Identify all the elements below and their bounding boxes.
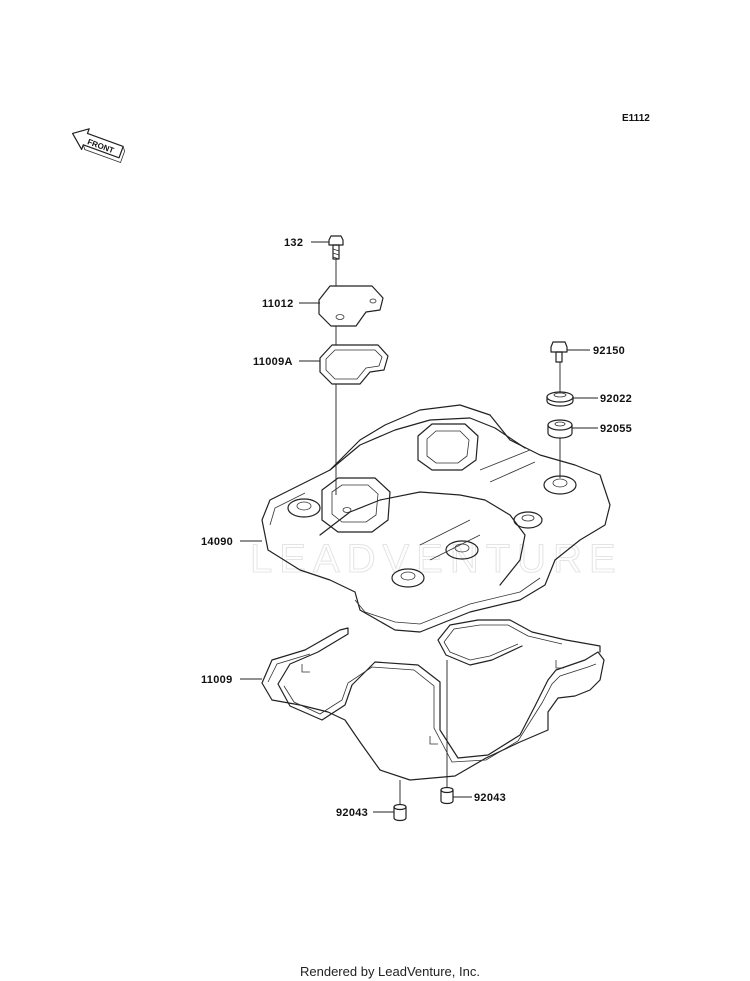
label-92022: 92022 — [600, 393, 632, 405]
label-92043-left: 92043 — [336, 807, 368, 819]
cylinder-head-cover-14090[interactable] — [261, 404, 611, 633]
cover-plate-11012[interactable] — [318, 285, 384, 327]
dowel-pin-92043-right[interactable] — [440, 786, 454, 805]
diagram-code: E1112 — [622, 113, 650, 124]
washer-92022[interactable] — [546, 391, 574, 407]
label-92150: 92150 — [593, 345, 625, 357]
bolt-92150[interactable] — [550, 341, 568, 363]
grommet-92055[interactable] — [547, 419, 573, 439]
label-92043-right: 92043 — [474, 792, 506, 804]
dowel-pin-92043-left[interactable] — [393, 803, 407, 822]
bolt-132[interactable] — [328, 235, 344, 260]
label-11009A: 11009A — [253, 356, 293, 368]
label-11012: 11012 — [262, 298, 293, 310]
gasket-11009A[interactable] — [319, 344, 389, 385]
front-arrow-label: FRONT — [86, 137, 115, 155]
footer-credit: Rendered by LeadVenture, Inc. — [300, 964, 480, 979]
head-cover-gasket-11009[interactable] — [261, 619, 605, 781]
label-14090: 14090 — [201, 536, 233, 548]
label-132: 132 — [284, 237, 303, 249]
label-11009: 11009 — [201, 674, 232, 686]
watermark: LEADVENTURE — [250, 537, 623, 581]
front-arrow-icon: FRONT — [71, 128, 126, 164]
label-92055: 92055 — [600, 423, 632, 435]
